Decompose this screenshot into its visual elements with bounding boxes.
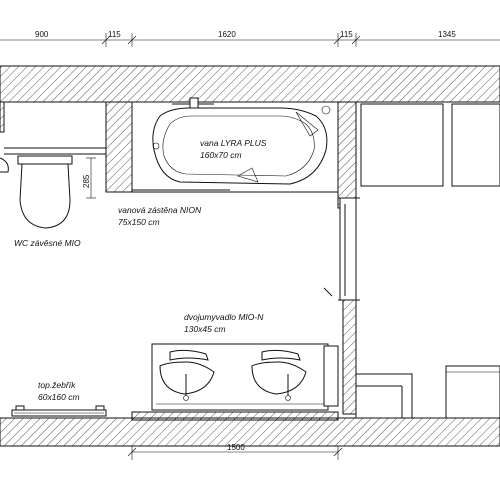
double-sink: dvojumyvadlo MIO-N 130x45 cm xyxy=(151,312,339,411)
dimension-1345: 1345 xyxy=(438,30,456,39)
bath-screen-label: vanová zástěna NION xyxy=(118,205,202,215)
sink-size: 130x45 cm xyxy=(184,324,226,334)
cabinets xyxy=(360,103,500,187)
dimension-1620: 1620 xyxy=(218,30,236,39)
door xyxy=(323,197,360,301)
right-fixtures xyxy=(355,365,500,419)
bathtub-size: 160x70 cm xyxy=(200,150,242,160)
radiator-size: 60x160 cm xyxy=(38,392,80,402)
dimension-1500: 1500 xyxy=(227,443,245,452)
bottom-dimension-line: 1500 xyxy=(127,443,343,460)
dimension-115-right: 115 xyxy=(340,30,353,39)
dimension-115-left: 115 xyxy=(108,30,121,39)
dimension-285: 285 xyxy=(82,174,91,188)
wall-hung-wc: 285 WC závěsné MIO xyxy=(0,155,96,248)
radiator-label: top.žebřík xyxy=(38,380,76,390)
sink-label: dvojumyvadlo MIO-N xyxy=(184,312,264,322)
wc-label: WC závěsné MIO xyxy=(14,238,81,248)
bath-screen-size: 75x150 cm xyxy=(118,217,160,227)
bathtub: vana LYRA PLUS 160x70 cm xyxy=(131,97,339,193)
towel-radiator: top.žebřík 60x160 cm xyxy=(11,380,107,417)
top-dimension-line: 900 115 1620 115 1345 xyxy=(0,30,500,47)
bathtub-label: vana LYRA PLUS xyxy=(200,138,267,148)
dimension-900: 900 xyxy=(35,30,49,39)
